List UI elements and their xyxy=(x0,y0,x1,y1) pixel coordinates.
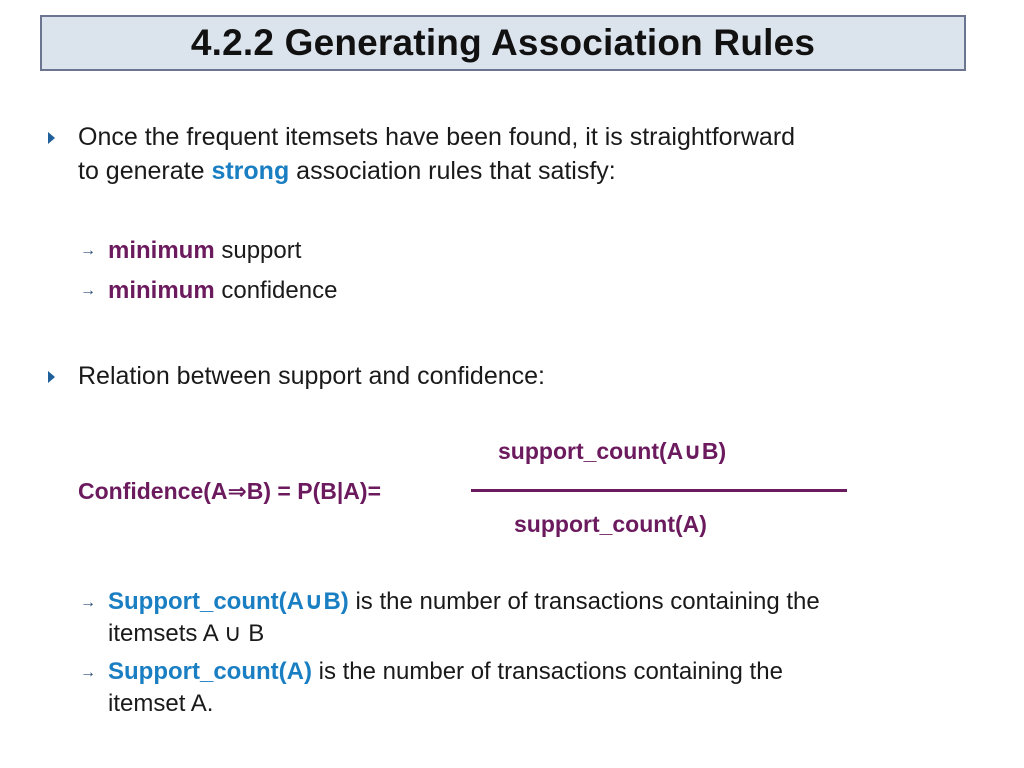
support-count-union-keyword: Support_count(A∪B) xyxy=(108,588,349,615)
bullet-text-relation: Relation between support and confidence: xyxy=(78,362,545,390)
minimum-keyword: minimum xyxy=(108,237,215,264)
sub-item-line2: itemsets A ∪ B xyxy=(108,620,265,647)
formula-numerator: support_count(A∪B) xyxy=(498,438,727,464)
triangle-right-icon xyxy=(48,132,55,144)
bullet1-line1: Once the frequent itemsets have been fou… xyxy=(78,123,796,151)
sub-item-text: confidence xyxy=(214,277,338,304)
arrow-right-icon: → xyxy=(80,242,96,259)
sub-item-line1: Support_count(A) is the number of transa… xyxy=(108,656,988,688)
slide-title: 4.2.2 Generating Association Rules xyxy=(190,22,816,63)
arrow-right-icon: → xyxy=(80,664,96,681)
formula-denominator: support_count(A) xyxy=(514,511,707,537)
support-count-a-keyword: Support_count(A) xyxy=(108,658,312,685)
formula-lhs: Confidence(A⇒B) = P(B|A)= xyxy=(78,478,381,504)
sub-item-minimum-support: minimum support xyxy=(108,235,988,267)
bullet-text-frequent-itemsets: Once the frequent itemsets have been fou… xyxy=(78,120,988,188)
sub-item-line1: Support_count(A∪B) is the number of tran… xyxy=(108,586,988,618)
sub-item-text: support xyxy=(214,237,302,264)
minimum-keyword: minimum xyxy=(108,277,215,304)
sub-item-support-count-union: Support_count(A∪B) is the number of tran… xyxy=(108,586,988,650)
bullet1-line2-pre: to generate xyxy=(78,157,212,185)
strong-keyword: strong xyxy=(211,157,290,185)
fraction-line xyxy=(471,489,847,492)
arrow-right-icon: → xyxy=(80,594,96,611)
slide-title-box: 4.2.2 Generating Association Rules xyxy=(40,15,966,71)
bullet1-line2-post: association rules that satisfy: xyxy=(289,157,616,185)
sub-item-line2: itemset A. xyxy=(108,690,214,717)
arrow-right-icon: → xyxy=(80,282,96,299)
sub-item-minimum-confidence: minimum confidence xyxy=(108,275,988,307)
sub-item-line1-text: is the number of transactions containing… xyxy=(348,588,820,615)
sub-item-line1-text: is the number of transactions containing… xyxy=(311,658,783,685)
triangle-right-icon xyxy=(48,371,55,383)
sub-item-support-count-a: Support_count(A) is the number of transa… xyxy=(108,656,988,720)
bullet1-line2: to generate strong association rules tha… xyxy=(78,154,988,188)
